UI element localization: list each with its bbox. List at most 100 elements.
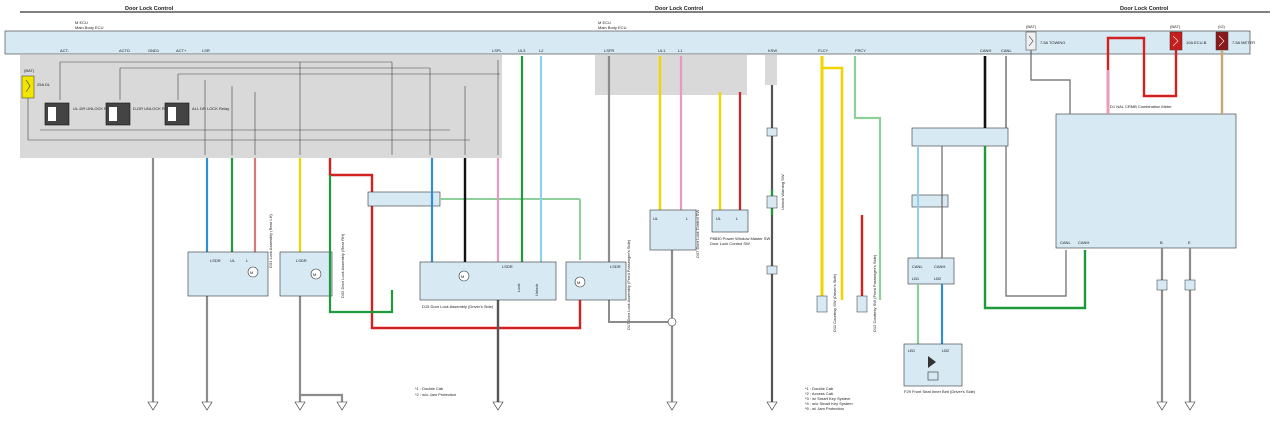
svg-text:Lock: Lock [516, 284, 521, 292]
pin-canl: CANL [1001, 48, 1012, 53]
svg-text:(IG): (IG) [1218, 24, 1226, 29]
svg-text:25A DL: 25A DL [37, 82, 51, 87]
ecu-name-left: Main Body ECU [75, 25, 104, 30]
svg-text:D17 Door Lock Assembly (Front: D17 Door Lock Assembly (Front Passenger'… [626, 239, 631, 330]
svg-text:(BAT): (BAT) [24, 68, 35, 73]
main-body-ecu-bar [4, 30, 1251, 55]
pin-lsr: LSR [202, 48, 210, 53]
svg-text:UL-DR UNLOCK Relay: UL-DR UNLOCK Relay [73, 106, 114, 111]
pin-actd: ACTD [119, 48, 130, 53]
svg-text:D31 Lock Assembly (Rear LH): D31 Lock Assembly (Rear LH) [268, 214, 273, 268]
svg-text:D32 Door Lock Assembly (Rear R: D32 Door Lock Assembly (Rear RH) [340, 233, 345, 298]
junction-connector-meter-e [1184, 279, 1196, 291]
pin-ul3: UL3 [518, 48, 526, 53]
ground-icon [147, 401, 159, 411]
ecu-internal-wiring [27, 60, 500, 155]
svg-text:CANL: CANL [912, 264, 923, 269]
svg-text:D15 Door Lock Assembly (Driver: D15 Door Lock Assembly (Driver's Side) [422, 304, 494, 309]
note-left-2: *2 : w/o Jam Protection [415, 392, 456, 397]
courtesy-sw-passenger [856, 295, 868, 313]
svg-text:CANL: CANL [1060, 240, 1071, 245]
note-right-5: *5 : w/ Jam Protection [805, 406, 844, 411]
unlock-warning-sw [766, 195, 778, 209]
ecu-shade-ksw [765, 55, 777, 85]
wire-gray-canl-run [1005, 146, 1067, 297]
svg-text:Unlock: Unlock [534, 284, 539, 296]
svg-text:LB1: LB1 [912, 276, 920, 281]
seat-belt-buckle-ecu: CANL CANH LB1 LB2 [907, 257, 955, 285]
courtesy-sw-driver [816, 295, 828, 313]
power-window-master-sw: UL L P8830 Power Window Master SW Door L… [710, 209, 770, 246]
svg-text:UL: UL [653, 216, 659, 221]
ground-icon [492, 401, 504, 411]
section-title-3: Door Lock Control [1120, 6, 1169, 12]
pin-gnd1: GND1 [148, 48, 160, 53]
courtesy-sw-driver-label: D11 Courtesy SW (Driver's Side) [832, 273, 837, 332]
note-right-2: *2 : Access Cab [805, 391, 834, 396]
junction-connector-meter-b [1156, 279, 1168, 291]
svg-text:UL: UL [716, 216, 722, 221]
pin-act-minus: ACT- [60, 48, 70, 53]
section-title-2: Door Lock Control [655, 6, 704, 12]
junction-connector-j1 [367, 191, 441, 207]
ecu-shade-mid [595, 55, 747, 95]
svg-text:B: B [1160, 240, 1163, 245]
relay-ul-dr-unlock: UL-DR UNLOCK Relay [44, 102, 114, 126]
svg-text:M: M [250, 270, 253, 275]
svg-text:(BAT): (BAT) [1170, 24, 1181, 29]
svg-text:E: E [1188, 240, 1191, 245]
pin-ul1: UL1 [658, 48, 666, 53]
wire-gray-passenger [608, 300, 672, 323]
pin-frcy: FRCY [855, 48, 866, 53]
svg-text:7.5A TOWING: 7.5A TOWING [1040, 40, 1065, 45]
ecu-code-mid: M ECU [598, 20, 611, 25]
wire-gnd-branch [300, 393, 344, 402]
svg-text:CANH: CANH [1078, 240, 1089, 245]
ground-icon [766, 401, 778, 411]
ecu-shade-left [20, 55, 502, 158]
door-lock-rear-lh: M LSDR UL L D31 Lock Assembly (Rear LH) [187, 214, 273, 297]
ecu-name-mid: Main Body ECU [598, 25, 627, 30]
ground-icon [201, 401, 213, 411]
svg-text:LB2: LB2 [942, 348, 950, 353]
pin-l1: L1 [678, 48, 683, 53]
svg-text:D-DR UNLOCK Relay: D-DR UNLOCK Relay [133, 106, 172, 111]
svg-text:P8830 Power Window Master SW: P8830 Power Window Master SW [710, 236, 770, 241]
pin-lspl: LSPL [492, 48, 503, 53]
note-right-1: *1 : Double Cab [805, 386, 834, 391]
ground-icon [666, 401, 678, 411]
svg-text:LB2: LB2 [934, 276, 942, 281]
svg-text:L: L [736, 216, 739, 221]
door-lock-driver: M LSDR Lock Unlock D15 Door Lock Assembl… [419, 261, 557, 309]
pin-flcy: FLCY [818, 48, 829, 53]
junction-connector-ksw [766, 127, 778, 137]
note-right-4: *4 : w/o Smart Key System [805, 401, 853, 406]
svg-text:LSDR: LSDR [210, 258, 221, 263]
ecu-code-left: M ECU [75, 20, 88, 25]
front-seat-inner-belt: LB1 LB2 F29 Front Seat Inner Belt (Drive… [903, 343, 976, 394]
svg-text:UL: UL [230, 258, 236, 263]
svg-text:D37 Door Lock Control SW: D37 Door Lock Control SW [695, 210, 700, 258]
relay-all-dr-lock: ALL DR LOCK Relay [164, 102, 229, 126]
door-lock-passenger: M LSDR D17 Door Lock Assembly (Front Pas… [565, 239, 631, 330]
svg-text:LB1: LB1 [908, 348, 916, 353]
section-title-1: Door Lock Control [125, 6, 174, 12]
svg-text:M: M [313, 272, 316, 277]
svg-text:D1 NAL CRMB Combination Meter: D1 NAL CRMB Combination Meter [1110, 104, 1172, 109]
wire-red-loop [328, 158, 582, 330]
pin-ksw: KSW [768, 48, 777, 53]
svg-text:LSDR: LSDR [296, 258, 307, 263]
svg-text:10A ECU-B: 10A ECU-B [1186, 40, 1207, 45]
wire-lightgreen-frcy [853, 56, 882, 300]
svg-text:L: L [246, 258, 249, 263]
svg-text:ALL DR LOCK Relay: ALL DR LOCK Relay [192, 106, 229, 111]
pin-act-plus: ACT+ [176, 48, 187, 53]
svg-text:Door Lock Control SW: Door Lock Control SW [710, 241, 750, 246]
svg-text:F29 Front Seat Inner Belt (Dri: F29 Front Seat Inner Belt (Driver's Side… [904, 389, 976, 394]
svg-text:M: M [461, 274, 464, 279]
pin-l2: L2 [539, 48, 544, 53]
fuse-ecu-b: (BAT) 10A ECU-B [1169, 24, 1207, 51]
svg-text:M: M [577, 280, 580, 285]
